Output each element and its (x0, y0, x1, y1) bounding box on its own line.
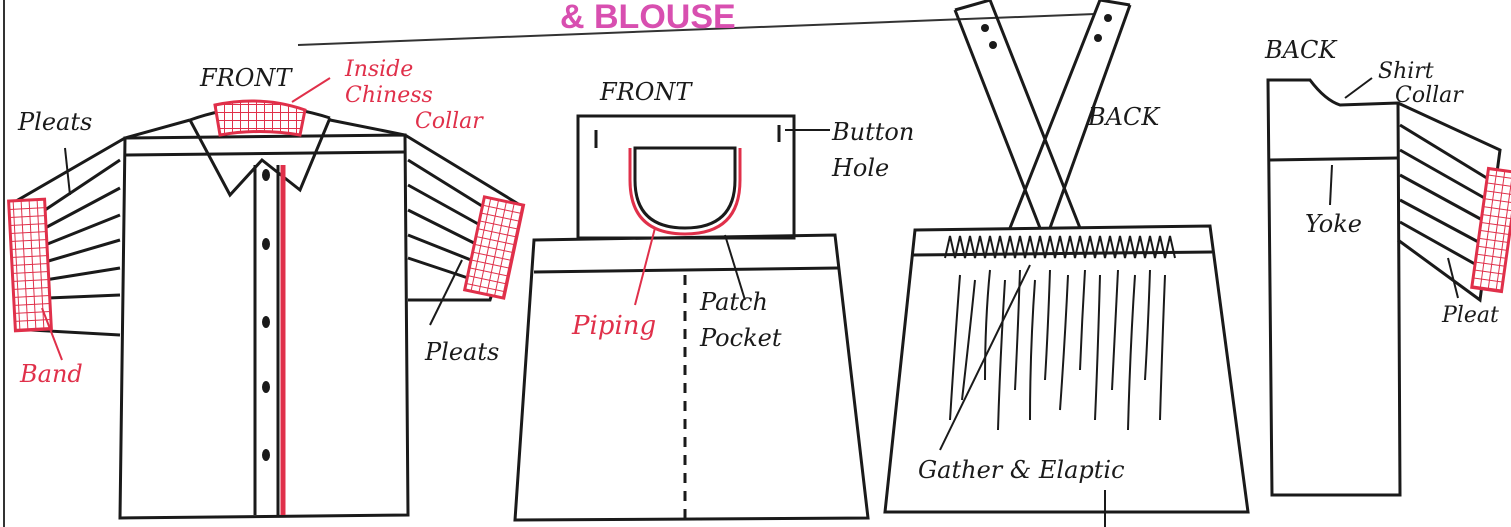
shirt-back-body (1268, 80, 1400, 495)
skirt-front (515, 116, 868, 520)
back-dress-label: BACK (1087, 103, 1161, 131)
inside-collar-label-3: Collar (415, 109, 484, 134)
pleats-back-label: Pleat (1441, 303, 1499, 328)
yoke-arrow (1330, 165, 1332, 205)
skirt-back (885, 0, 1248, 512)
button-5 (262, 449, 270, 461)
gather-lines (950, 270, 1165, 430)
pleats-right-label: Pleats (424, 338, 499, 366)
front-skirt-label: FRONT (599, 78, 693, 106)
inside-collar-label-2: Chiness (345, 83, 433, 108)
skirt-bib (578, 116, 794, 238)
shirt-collar-label-1: Shirt (1378, 59, 1434, 84)
right-cuff-band (465, 197, 524, 298)
back-cuff-band (1472, 168, 1511, 291)
shirt-back (1268, 80, 1500, 495)
left-cuff-band (9, 199, 52, 331)
patch-pocket (635, 148, 735, 228)
band-label: Band (19, 360, 83, 388)
button-3 (262, 316, 270, 328)
shirt-buttons (262, 169, 270, 461)
inside-collar-label-1: Inside (344, 57, 413, 82)
button-4 (262, 381, 270, 393)
inside-collar-fabric (215, 101, 305, 135)
pocket-piping (630, 148, 740, 234)
yoke-label: Yoke (1305, 210, 1362, 238)
patch-pocket-label-1: Patch (699, 288, 768, 316)
back-shirt-label: BACK (1264, 36, 1338, 64)
skirt-body (515, 235, 868, 520)
page-title: & BLOUSE (560, 0, 736, 36)
button-hole-label-2: Hole (831, 154, 889, 182)
inside-collar-arrow (292, 78, 330, 102)
button-hole-label-1: Button (831, 118, 914, 146)
piping-label: Piping (571, 311, 656, 341)
shirt-collar-arrow (1345, 78, 1372, 98)
shirt-collar-label-2: Collar (1395, 83, 1464, 108)
pleats-left-label: Pleats (17, 108, 92, 136)
front-shirt-label: FRONT (199, 64, 293, 92)
button-1 (262, 169, 270, 181)
gather-elastic-label: Gather & Elaptic (918, 456, 1125, 484)
button-2 (262, 238, 270, 250)
patch-pocket-label-2: Pocket (699, 324, 782, 352)
